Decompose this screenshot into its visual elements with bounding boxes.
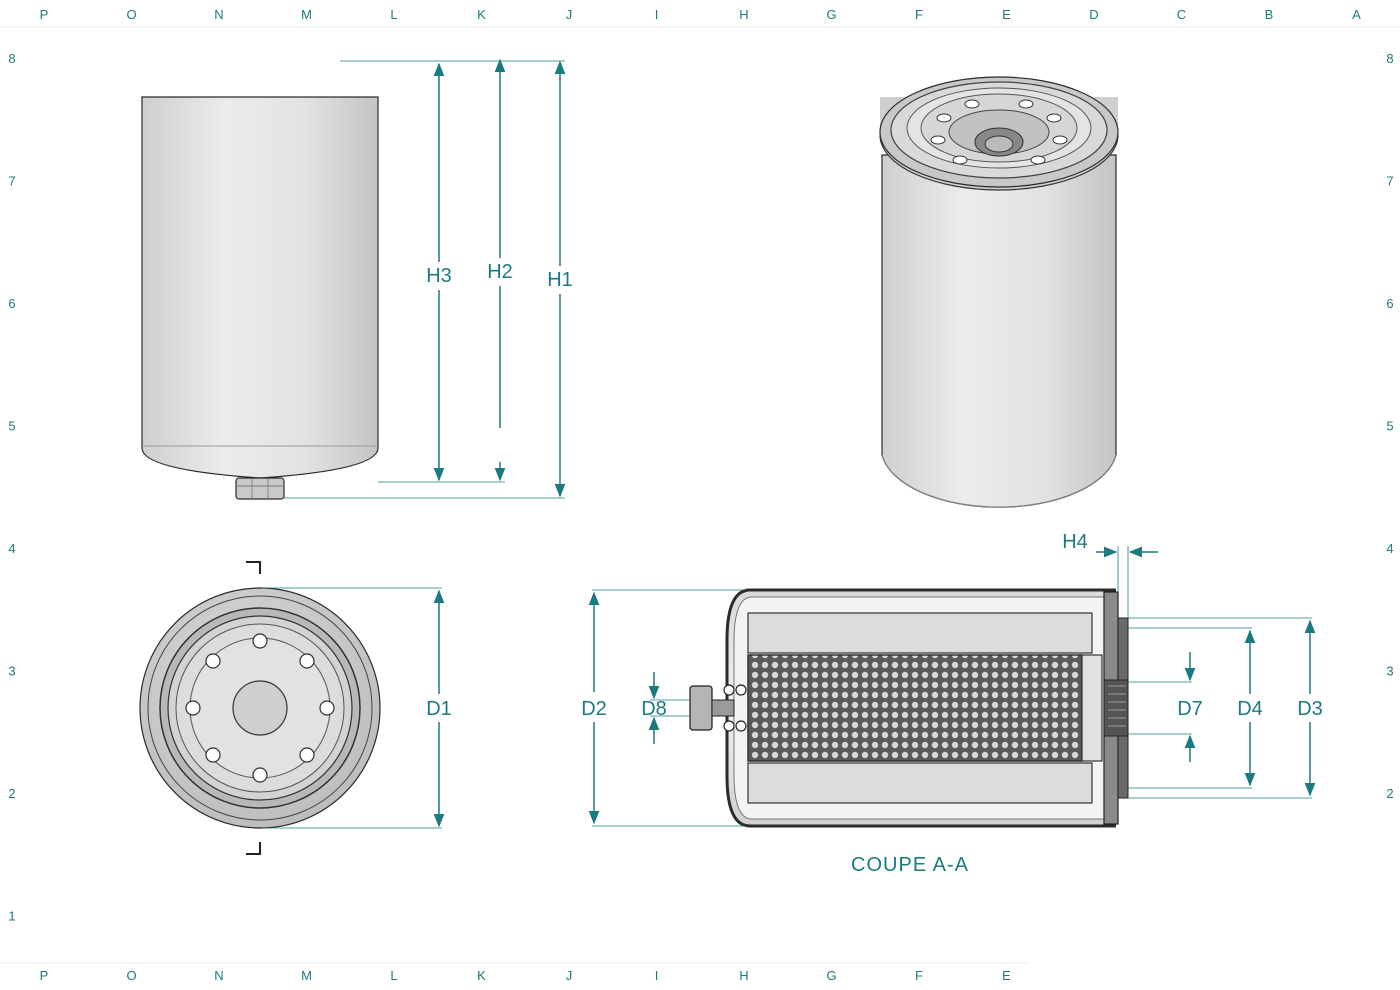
label-d1: D1 bbox=[426, 698, 452, 720]
zone-row-right-5: 5 bbox=[1386, 419, 1393, 434]
zone-row-left-1: 1 bbox=[8, 909, 15, 924]
section-view bbox=[689, 588, 1129, 828]
zone-col-top-h: H bbox=[739, 7, 748, 22]
zone-col-top-k: K bbox=[477, 7, 486, 22]
section-mark-top bbox=[246, 561, 261, 574]
zone-col-top-c: C bbox=[1177, 7, 1186, 22]
label-d4: D4 bbox=[1237, 698, 1263, 720]
side-view bbox=[141, 96, 379, 500]
label-d7: D7 bbox=[1177, 698, 1203, 720]
label-h1: H1 bbox=[547, 269, 573, 291]
isometric-view bbox=[879, 76, 1119, 508]
label-h2: H2 bbox=[487, 261, 513, 283]
zone-col-top-m: M bbox=[301, 7, 312, 22]
zone-row-right-4: 4 bbox=[1386, 541, 1393, 556]
dimension-h4: H4 bbox=[1062, 531, 1158, 618]
zone-grid: P O N M L K J I H G F E D C B A P O N M L K J I H G F E 8 7 6 5 4 3 2 1 8… bbox=[0, 7, 1400, 983]
section-mark-bottom bbox=[246, 842, 261, 855]
zone-col-bottom-f: F bbox=[915, 968, 923, 983]
zone-col-top-n: N bbox=[214, 7, 223, 22]
zone-row-left-2: 2 bbox=[8, 786, 15, 801]
zone-col-bottom-e: E bbox=[1002, 968, 1011, 983]
label-h3: H3 bbox=[426, 265, 452, 287]
dimension-d8: D8 bbox=[641, 672, 690, 744]
dimension-d2: D2 bbox=[581, 589, 745, 827]
zone-row-left-3: 3 bbox=[8, 664, 15, 679]
label-d8: D8 bbox=[641, 698, 667, 720]
dimension-h1: H1 bbox=[547, 60, 573, 498]
zone-row-left-8: 8 bbox=[8, 51, 15, 66]
zone-col-top-i: I bbox=[655, 7, 659, 22]
zone-col-bottom-i: I bbox=[655, 968, 659, 983]
zone-row-right-3: 3 bbox=[1386, 664, 1393, 679]
dimension-h3: H3 bbox=[426, 62, 452, 482]
dimension-d7: D7 bbox=[1128, 652, 1203, 762]
dimension-d4: D4 bbox=[1128, 627, 1263, 789]
label-h4: H4 bbox=[1062, 531, 1088, 553]
zone-col-bottom-p: P bbox=[40, 968, 49, 983]
zone-row-right-2: 2 bbox=[1386, 786, 1393, 801]
zone-col-bottom-o: O bbox=[126, 968, 136, 983]
dimension-d1: D1 bbox=[262, 587, 452, 829]
zone-col-bottom-k: K bbox=[477, 968, 486, 983]
dimension-h2: H2 bbox=[487, 58, 513, 482]
label-d3: D3 bbox=[1297, 698, 1323, 720]
drain-valve bbox=[689, 685, 713, 731]
zone-col-top-o: O bbox=[126, 7, 136, 22]
filter-pleat-top bbox=[747, 612, 1093, 654]
zone-col-top-d: D bbox=[1089, 7, 1098, 22]
zone-row-right-6: 6 bbox=[1386, 296, 1393, 311]
filter-pleat-bottom bbox=[747, 762, 1093, 804]
zone-col-top-e: E bbox=[1002, 7, 1011, 22]
zone-col-bottom-j: J bbox=[566, 968, 573, 983]
zone-col-top-p: P bbox=[40, 7, 49, 22]
bottom-view bbox=[139, 561, 381, 855]
zone-row-left-7: 7 bbox=[8, 174, 15, 189]
section-title: COUPE A-A bbox=[851, 854, 969, 876]
zone-col-bottom-l: L bbox=[390, 968, 397, 983]
zone-row-right-8: 8 bbox=[1386, 51, 1393, 66]
zone-row-right-7: 7 bbox=[1386, 174, 1393, 189]
label-d2: D2 bbox=[581, 698, 607, 720]
zone-col-bottom-g: G bbox=[826, 968, 836, 983]
zone-col-top-g: G bbox=[826, 7, 836, 22]
zone-col-top-b: B bbox=[1265, 7, 1274, 22]
zone-col-bottom-m: M bbox=[301, 968, 312, 983]
zone-row-left-4: 4 bbox=[8, 541, 15, 556]
zone-col-top-l: L bbox=[390, 7, 397, 22]
zone-col-top-j: J bbox=[566, 7, 573, 22]
zone-col-bottom-n: N bbox=[214, 968, 223, 983]
drain-plug bbox=[235, 477, 285, 500]
dimension-d3: D3 bbox=[1128, 617, 1323, 799]
zone-col-top-f: F bbox=[915, 7, 923, 22]
zone-col-bottom-h: H bbox=[739, 968, 748, 983]
zone-row-left-6: 6 bbox=[8, 296, 15, 311]
zone-row-left-5: 5 bbox=[8, 419, 15, 434]
filter-mesh bbox=[747, 654, 1083, 762]
h-extension-lines bbox=[284, 60, 565, 499]
zone-col-top-a: A bbox=[1352, 7, 1361, 22]
